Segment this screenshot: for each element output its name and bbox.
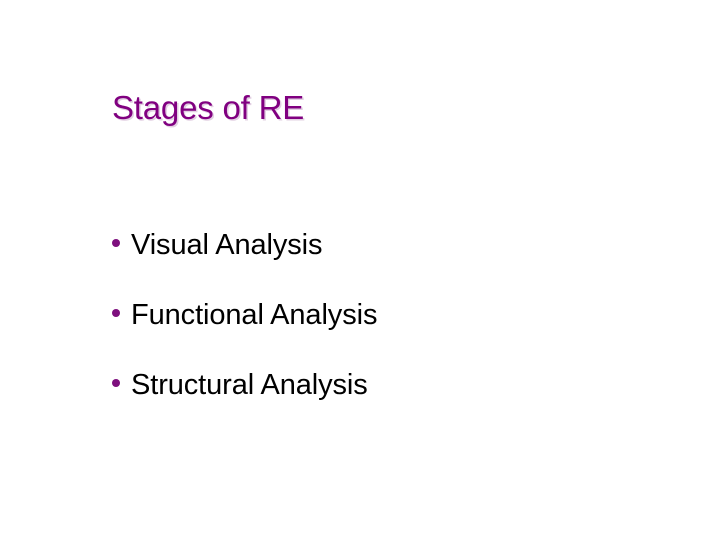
list-item-label: Functional Analysis (131, 299, 378, 331)
list-item: Visual Analysis (112, 228, 672, 298)
bullet-dot-icon (112, 309, 120, 317)
bullet-dot-icon (112, 239, 120, 247)
list-item: Structural Analysis (112, 368, 672, 438)
list-item-label: Structural Analysis (131, 369, 368, 401)
page-title: Stages of RE (112, 89, 305, 126)
bullet-dot-icon (112, 379, 120, 387)
list-item: Functional Analysis (112, 298, 672, 368)
bullet-list: Visual Analysis Functional Analysis Stru… (112, 228, 672, 438)
list-item-label: Visual Analysis (131, 229, 323, 261)
